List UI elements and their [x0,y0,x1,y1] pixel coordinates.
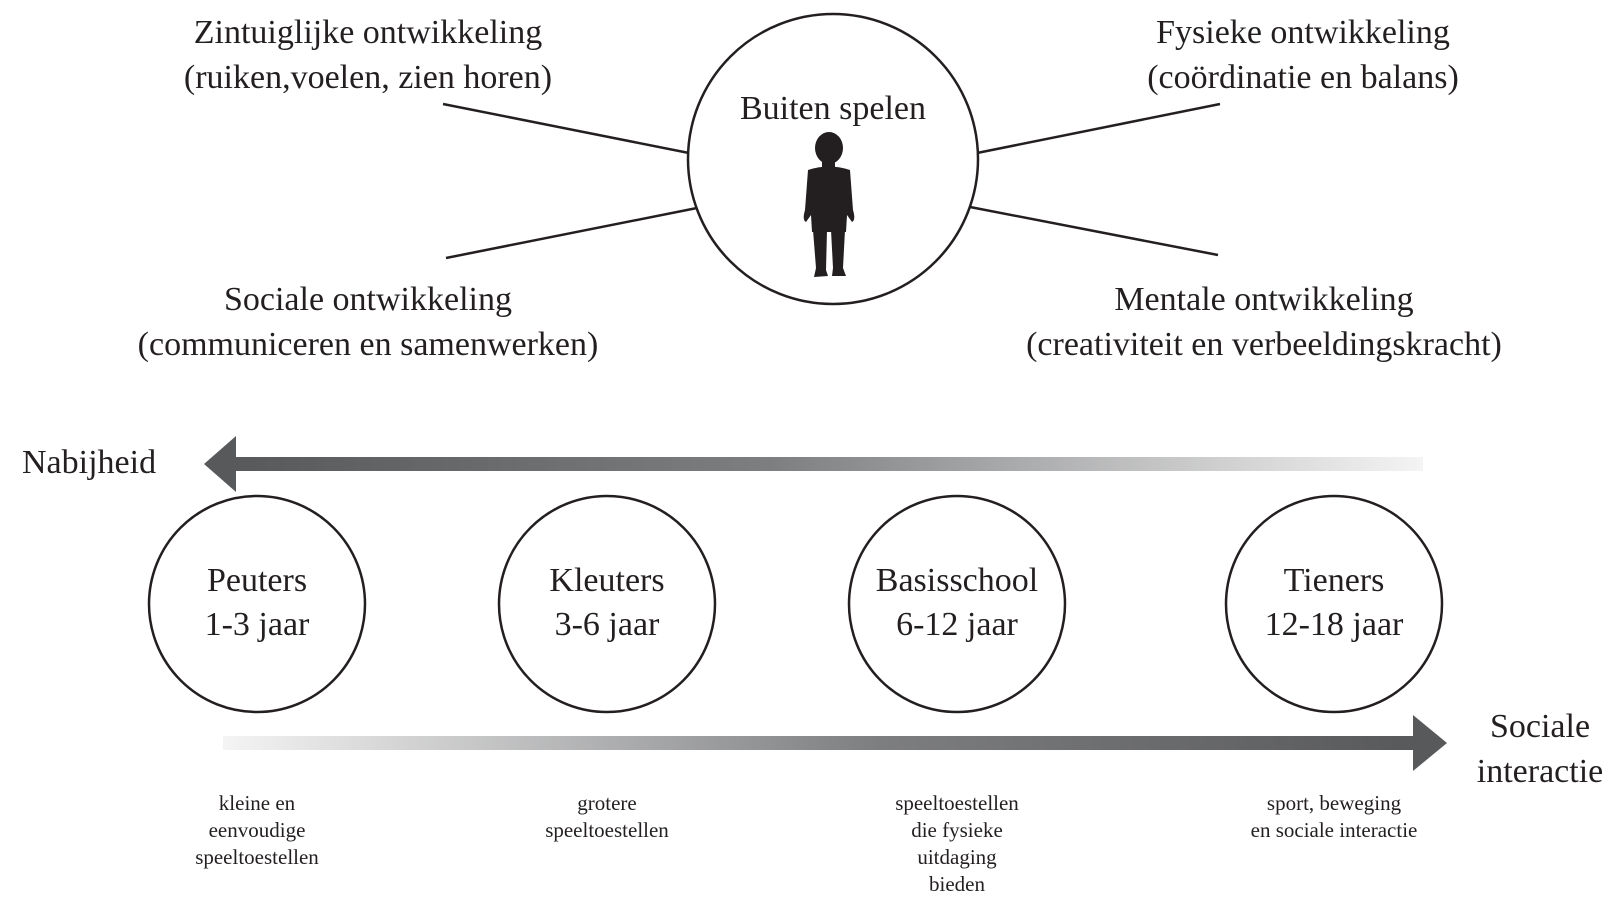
branch-zintuiglijk-title: Zintuiglijke ontwikkeling [193,14,543,51]
stage-name-peuters: Peuters [206,562,308,599]
branch-line-fysiek [976,102,1221,155]
stage-label-basisschool: Basisschool 6-12 jaar [876,559,1038,647]
branch-fysiek-title: Fysieke ontwikkeling [1156,14,1450,51]
stage-label-kleuters: Kleuters 3-6 jaar [549,559,664,647]
stage-circle-kleuters [497,494,717,714]
stage-notes-basisschool: speeltoestellen die fysieke uitdaging bi… [895,790,1019,898]
stage-note-line: die fysieke [911,818,1003,842]
stage-note-line: speeltoestellen [895,791,1019,815]
stage-note-line: bieden [929,872,985,896]
nabijheid-arrow-shaft [234,457,1423,471]
stage-age-basisschool: 6-12 jaar [896,606,1018,643]
stage-note-line: grotere [577,791,637,815]
sociale-interactie-arrow-shaft [223,736,1415,750]
nabijheid-arrowhead [204,436,236,492]
stage-note-line: eenvoudige [208,818,306,842]
stage-age-kleuters: 3-6 jaar [554,606,660,643]
branch-line-mentaal [969,205,1219,257]
stage-name-basisschool: Basisschool [875,562,1039,599]
branch-line-zintuiglijk [442,102,690,155]
branch-label-mentaal: Mentale ontwikkeling (creativiteit en ve… [1026,277,1502,367]
stage-note-line: speeltoestellen [195,845,319,869]
child-silhouette-icon [803,132,855,277]
stage-age-tieners: 12-18 jaar [1264,606,1404,643]
branch-label-sociaal: Sociale ontwikkeling (communiceren en sa… [138,277,599,367]
branch-mentaal-subtitle: (creativiteit en verbeeldingskracht) [1026,326,1502,363]
stage-name-kleuters: Kleuters [549,562,665,599]
branch-fysiek-subtitle: (coördinatie en balans) [1147,59,1459,96]
sociale-interactie-arrowhead [1413,715,1447,771]
stage-notes-peuters: kleine en eenvoudige speeltoestellen [195,790,319,871]
stage-age-peuters: 1-3 jaar [204,606,310,643]
stage-circle-tieners [1224,494,1444,714]
sociale-interactie-label-line2: interactie [1476,753,1604,790]
stage-note-line: en sociale interactie [1250,818,1418,842]
branch-label-fysiek: Fysieke ontwikkeling (coördinatie en bal… [1147,10,1459,100]
branch-mentaal-title: Mentale ontwikkeling [1114,281,1414,318]
center-title: Buiten spelen [739,90,927,127]
stage-note-line: speeltoestellen [545,818,669,842]
stage-notes-kleuters: grotere speeltoestellen [545,790,669,844]
branch-zintuiglijk-subtitle: (ruiken,voelen, zien horen) [183,59,553,96]
stage-circle-peuters [147,494,367,714]
nabijheid-label: Nabijheid [22,444,157,481]
sociale-interactie-label: Sociale interactie [1477,704,1603,794]
stage-note-line: uitdaging [917,845,997,869]
sociale-interactie-label-line1: Sociale [1489,708,1591,745]
stage-notes-tieners: sport, beweging en sociale interactie [1251,790,1418,844]
stage-name-tieners: Tieners [1283,562,1385,599]
stage-note-line: sport, beweging [1266,791,1402,815]
branch-sociaal-title: Sociale ontwikkeling [223,281,512,318]
branch-line-sociaal [445,206,698,260]
stage-circle-basisschool [847,494,1067,714]
stage-label-peuters: Peuters 1-3 jaar [205,559,310,647]
branch-sociaal-subtitle: (communiceren en samenwerken) [137,326,599,363]
branch-label-zintuiglijk: Zintuiglijke ontwikkeling (ruiken,voelen… [184,10,552,100]
stage-label-tieners: Tieners 12-18 jaar [1265,559,1404,647]
stage-note-line: kleine en [218,791,296,815]
